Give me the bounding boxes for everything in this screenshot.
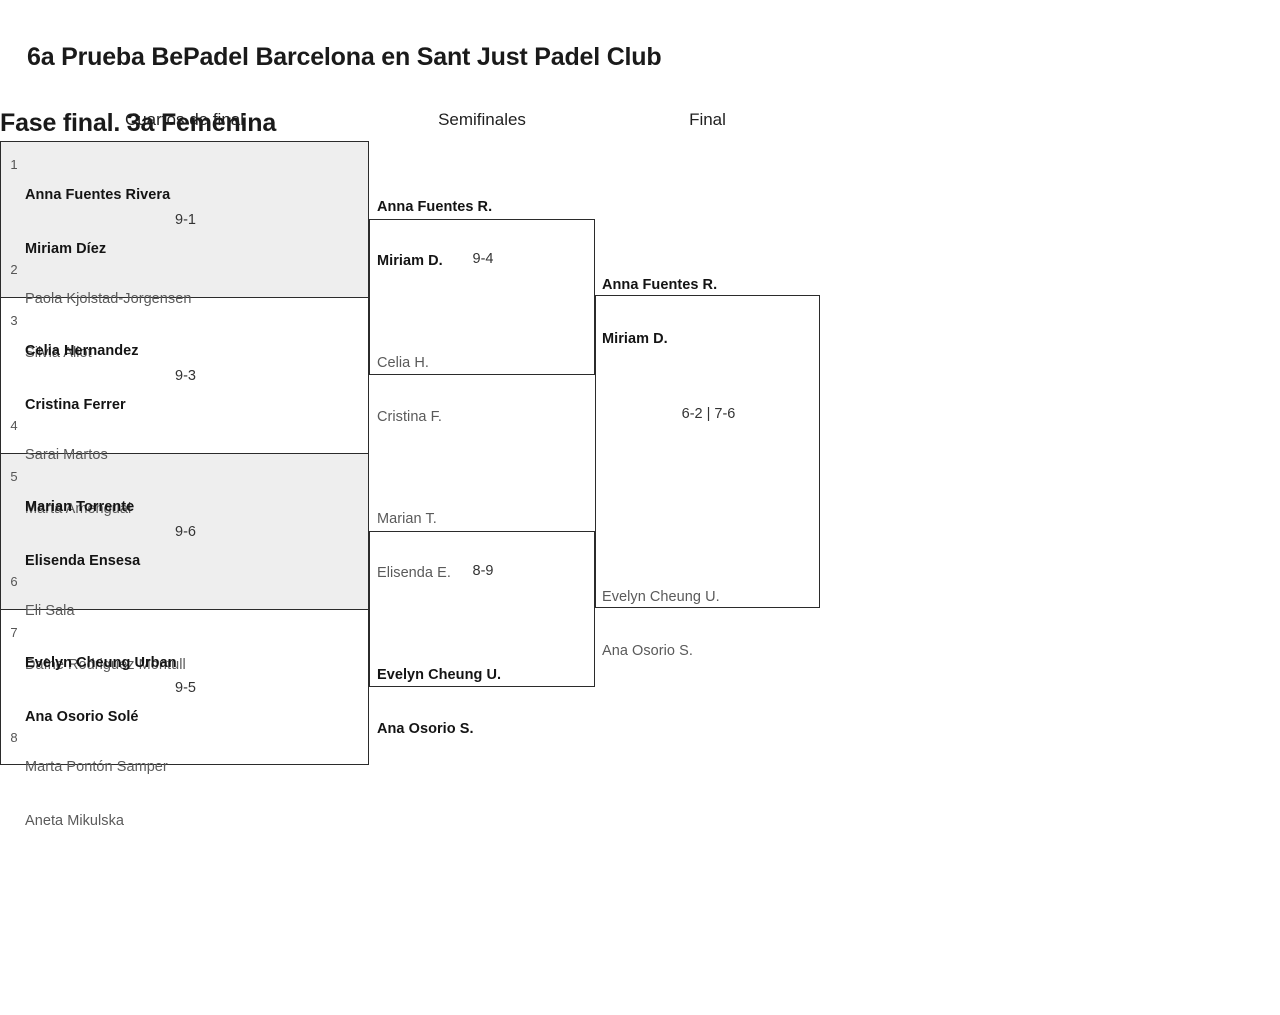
player-name: Miriam Díez xyxy=(25,241,107,257)
team-entry[interactable]: Eli Sala Dafne Rodriguez Montull xyxy=(25,566,186,710)
team-entry[interactable]: Marta Pontón Samper Aneta Mikulska xyxy=(25,722,168,866)
tournament-title-line2: Fase final. 3a Femenina xyxy=(0,109,277,137)
player-name: Miriam D. xyxy=(602,331,668,347)
player-name: Evelyn Cheung U. xyxy=(602,589,720,605)
seed-number: 5 xyxy=(10,469,18,484)
player-name: Anna Fuentes R. xyxy=(377,199,493,215)
player-name: Anna Fuentes R. xyxy=(602,277,718,293)
team-entry[interactable]: Celia H. Cristina F. xyxy=(377,318,442,462)
player-name: Miriam D. xyxy=(377,253,443,269)
team-entry[interactable]: Anna Fuentes Rivera Miriam Díez xyxy=(25,150,170,294)
player-name: Marian Torrente xyxy=(25,499,135,515)
team-entry[interactable]: Sarai Martos Marta Amengual xyxy=(25,410,131,554)
player-name: Ana Osorio S. xyxy=(602,643,693,659)
team-entry[interactable]: Anna Fuentes R. Miriam D. xyxy=(377,162,492,306)
player-name: Ana Osorio S. xyxy=(377,721,474,737)
round-header-quarterfinals: Cuartos de final xyxy=(124,110,245,129)
match-score: 9-4 xyxy=(472,251,494,267)
round-header-semifinals: Semifinales xyxy=(438,110,526,129)
player-name: Cristina F. xyxy=(377,409,443,425)
player-name: Marian T. xyxy=(377,511,437,527)
match-quarterfinal-3[interactable]: 9-6 xyxy=(0,453,369,609)
player-name: Celia H. xyxy=(377,355,429,371)
player-name: Evelyn Cheung Urban xyxy=(25,655,177,671)
player-name: Evelyn Cheung U. xyxy=(377,667,502,683)
match-final[interactable]: 6-2 | 7-6 xyxy=(595,295,820,608)
match-semifinal-2[interactable]: 8-9 xyxy=(369,531,595,687)
seed-number: 8 xyxy=(10,730,18,745)
seed-number: 3 xyxy=(10,313,18,328)
player-name: Sarai Martos xyxy=(25,447,108,463)
team-entry[interactable]: Celia Hernandez Cristina Ferrer xyxy=(25,306,139,450)
team-entry[interactable]: Marian Torrente Elisenda Ensesa xyxy=(25,462,140,606)
match-score: 9-5 xyxy=(175,680,196,696)
team-entry[interactable]: Marian T. Elisenda E. xyxy=(377,474,451,618)
player-name: Celia Hernandez xyxy=(25,343,139,359)
team-entry[interactable]: Evelyn Cheung U. Ana Osorio S. xyxy=(377,630,501,774)
player-name: Ana Osorio Solé xyxy=(25,709,139,725)
match-quarterfinal-4[interactable]: 9-5 xyxy=(0,609,369,765)
match-score: 9-1 xyxy=(175,212,196,228)
team-entry[interactable]: Evelyn Cheung Urban Ana Osorio Solé xyxy=(25,618,177,762)
player-name: Marta Amengual xyxy=(25,501,132,517)
seed-number: 7 xyxy=(10,625,18,640)
seed-number: 2 xyxy=(10,262,18,277)
match-quarterfinal-2[interactable]: 9-3 xyxy=(0,297,369,453)
match-score: 6-2 | 7-6 xyxy=(681,406,736,422)
player-name: Silvia Aliot xyxy=(25,345,92,361)
team-entry[interactable]: Evelyn Cheung U. Ana Osorio S. xyxy=(602,552,720,696)
match-quarterfinal-1[interactable]: 9-1 xyxy=(0,141,369,297)
seed-number: 1 xyxy=(10,157,18,172)
player-name: Anna Fuentes Rivera xyxy=(25,187,171,203)
player-name: Eli Sala xyxy=(25,603,75,619)
match-score: 8-9 xyxy=(472,563,494,579)
player-name: Elisenda E. xyxy=(377,565,451,581)
match-score: 9-6 xyxy=(175,524,196,540)
player-name: Elisenda Ensesa xyxy=(25,553,141,569)
player-name: Cristina Ferrer xyxy=(25,397,126,413)
player-name: Marta Pontón Samper xyxy=(25,759,168,775)
player-name: Paola Kjolstad-Jorgensen xyxy=(25,291,192,307)
round-header-final: Final xyxy=(689,110,726,129)
seed-number: 4 xyxy=(10,418,18,433)
player-name: Aneta Mikulska xyxy=(25,813,125,829)
team-entry[interactable]: Paola Kjolstad-Jorgensen Silvia Aliot xyxy=(25,254,191,398)
tournament-title: 6a Prueba BePadel Barcelona en Sant Just… xyxy=(0,8,662,206)
match-score: 9-3 xyxy=(175,368,196,384)
seed-number: 6 xyxy=(10,574,18,589)
match-semifinal-1[interactable]: 9-4 xyxy=(369,219,595,375)
team-entry[interactable]: Anna Fuentes R. Miriam D. xyxy=(602,240,717,384)
tournament-title-line1: 6a Prueba BePadel Barcelona en Sant Just… xyxy=(26,43,662,71)
player-name: Dafne Rodriguez Montull xyxy=(25,657,186,673)
